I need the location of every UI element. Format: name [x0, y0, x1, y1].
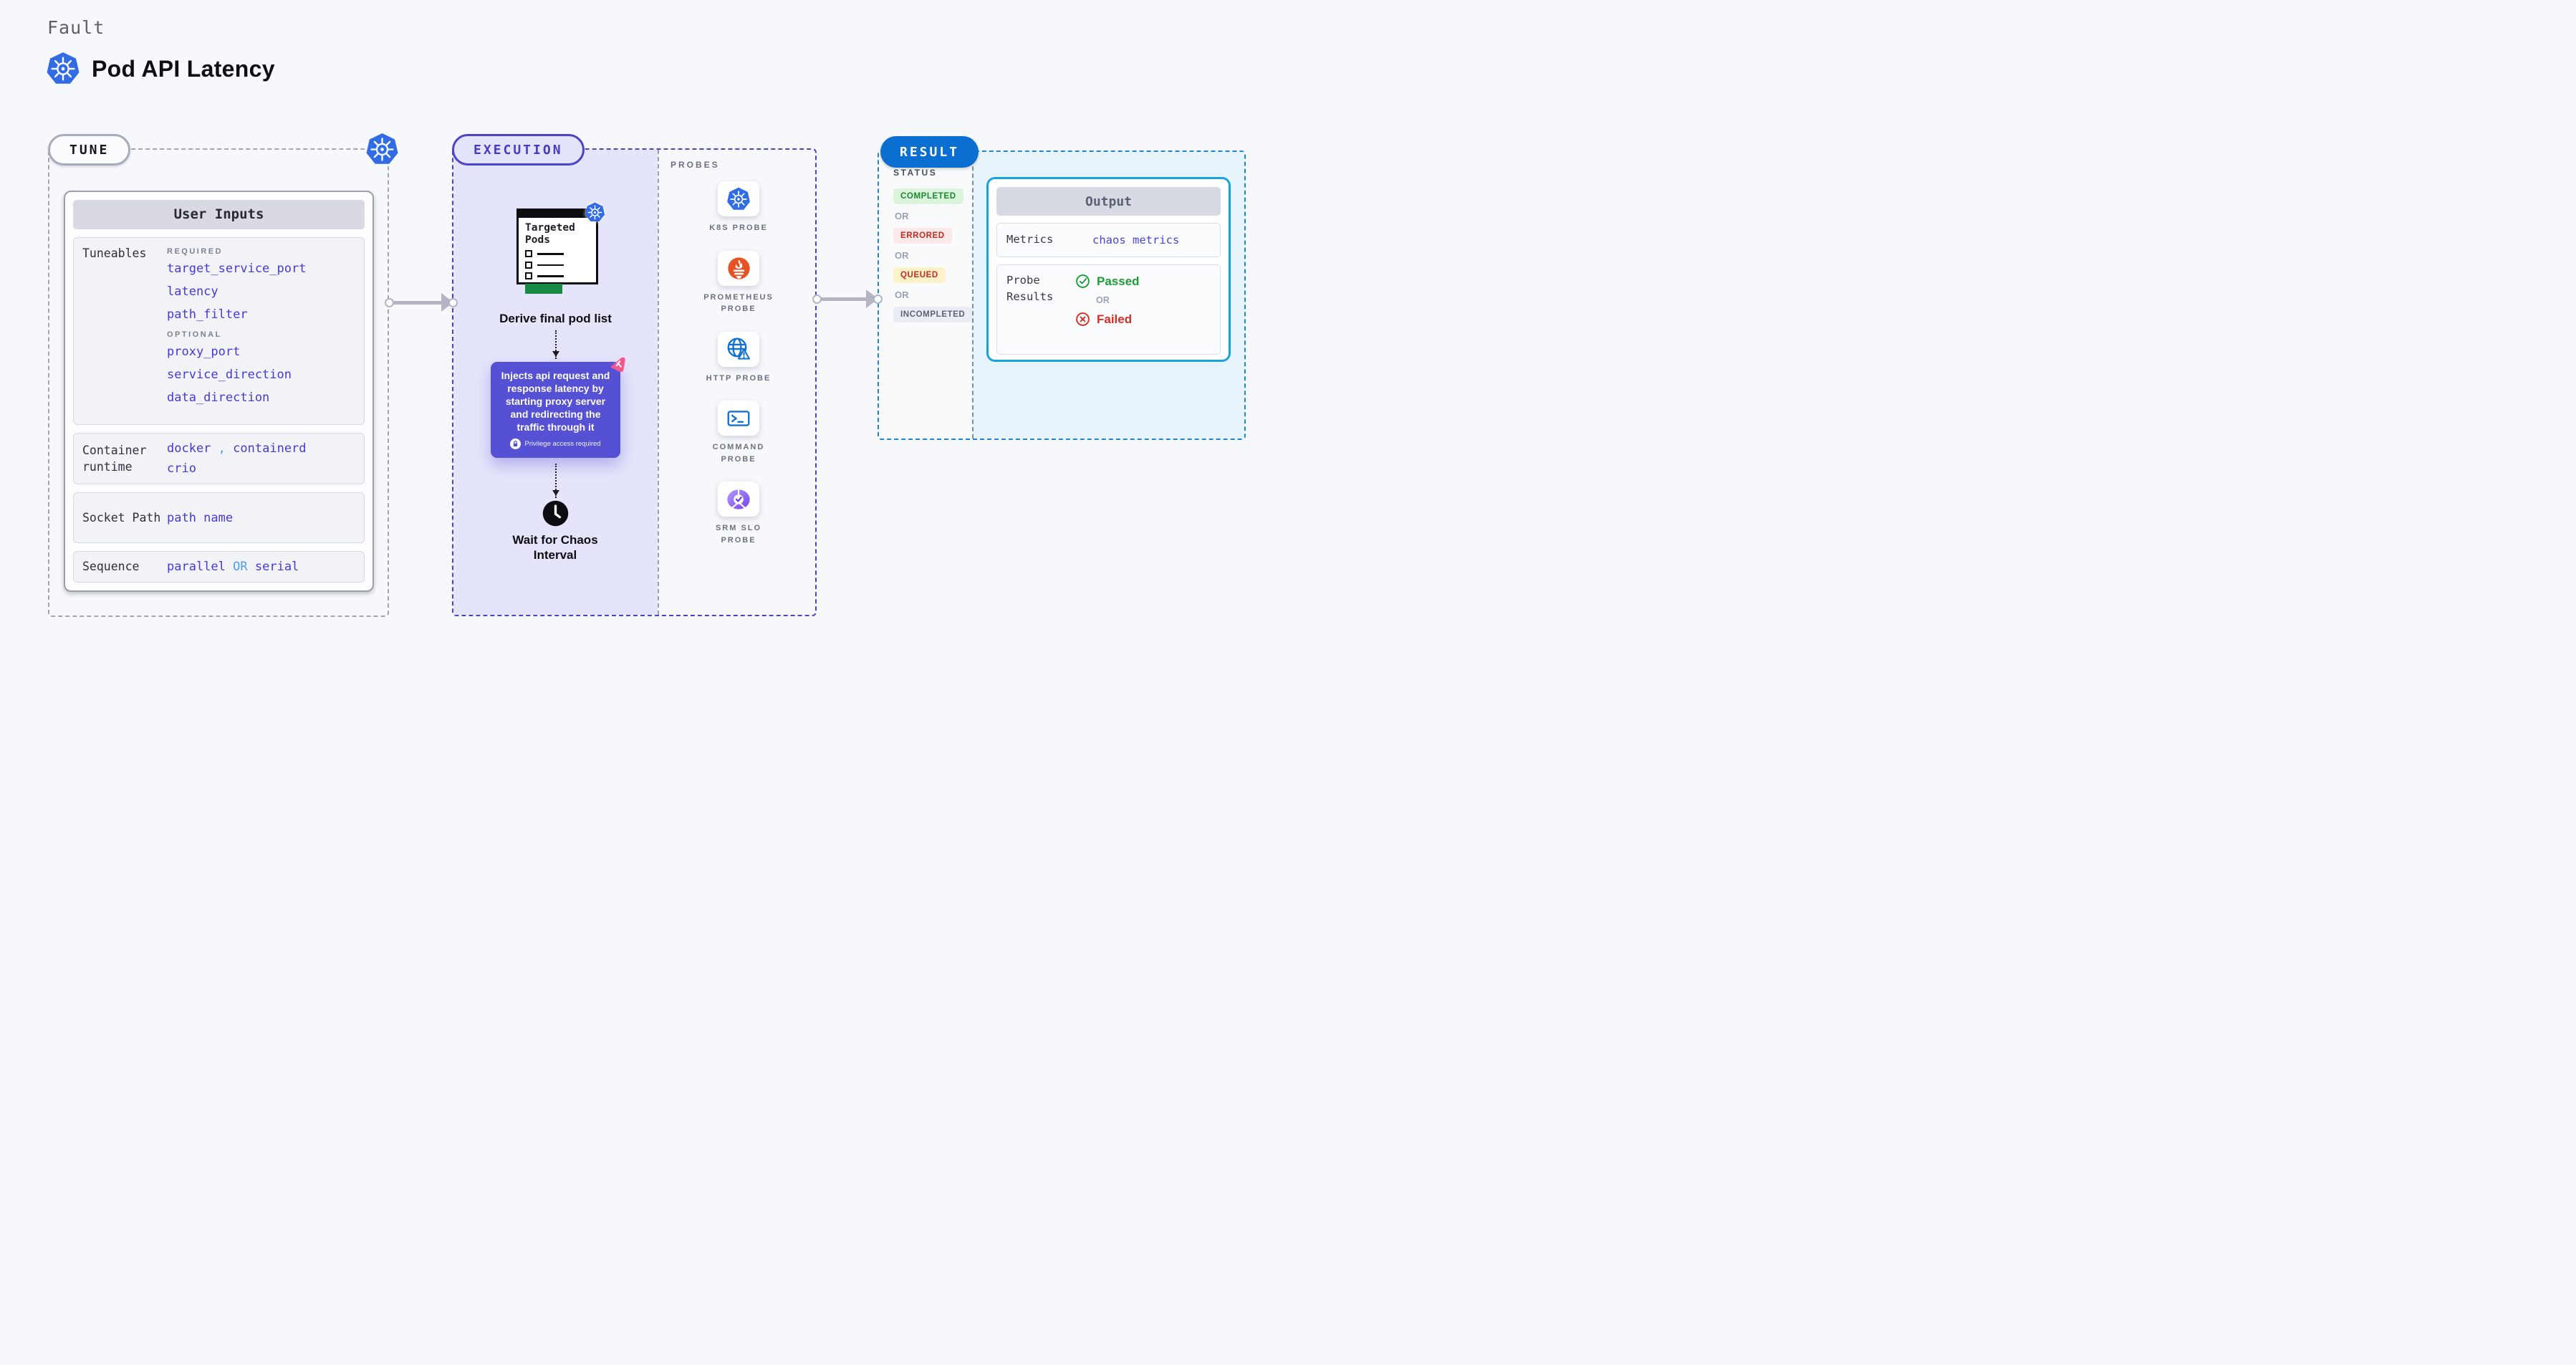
runtime-value: containerd	[233, 441, 307, 456]
container-runtime-row: Container runtime docker , containerd cr…	[73, 433, 365, 485]
sequence-or: OR	[233, 559, 248, 574]
command-terminal-icon	[726, 406, 751, 431]
tuneable-param: service_direction	[167, 367, 292, 382]
tuneable-param: data_direction	[167, 390, 270, 405]
container-runtime-label: Container runtime	[82, 443, 147, 474]
sequence-value: parallel	[167, 559, 226, 574]
status-badge: COMPLETED	[893, 188, 963, 204]
passed-label: Passed	[1097, 274, 1140, 288]
probe-caption: SRM SLO PROBE	[715, 524, 762, 545]
tuneables-label: Tuneables	[82, 246, 147, 260]
clock-icon	[542, 500, 569, 527]
metrics-row: Metrics chaos metrics	[996, 223, 1221, 257]
privilege-label: Privilege access required	[524, 439, 601, 448]
probe-results-label: Probe Results	[1006, 274, 1054, 304]
execution-pill: EXECUTION	[452, 134, 585, 166]
result-pill: RESULT	[880, 136, 979, 168]
output-header: Output	[996, 187, 1221, 216]
user-inputs-header: User Inputs	[73, 200, 365, 229]
required-label: REQUIRED	[167, 246, 224, 256]
runtime-separator: ,	[218, 441, 226, 456]
failed-label: Failed	[1097, 312, 1133, 326]
status-label: STATUS	[893, 168, 938, 178]
failed-x-icon	[1075, 312, 1090, 327]
flow-arrow-down	[552, 330, 559, 359]
user-inputs-card: User Inputs Tuneables REQUIRED target_se…	[64, 191, 374, 592]
probe-item: SRM SLO PROBE	[698, 482, 779, 546]
runtime-value: crio	[167, 461, 196, 476]
flow-arrow-down	[552, 464, 559, 498]
status-badge: ERRORED	[893, 228, 952, 244]
runtime-value: docker	[167, 441, 211, 456]
probe-results-row: Probe Results Passed OR Failed	[996, 264, 1221, 355]
tuneable-param: latency	[167, 284, 218, 299]
execution-to-result-arrow	[812, 289, 883, 308]
sequence-label: Sequence	[82, 560, 140, 574]
page-title: Pod API Latency	[92, 55, 275, 82]
srm-slo-icon	[726, 487, 751, 512]
tuneable-param: proxy_port	[167, 344, 241, 359]
or-separator: OR	[1096, 295, 1110, 305]
tune-pill: TUNE	[48, 134, 131, 166]
status-badge: QUEUED	[893, 267, 946, 283]
fault-eyebrow-label: Fault	[47, 17, 105, 38]
tune-section: TUNE User Inputs Tuneables REQUIRED targ…	[48, 148, 389, 617]
sequence-row: Sequence parallel OR serial	[73, 551, 365, 583]
result-divider	[972, 152, 974, 439]
execution-flow-pane: Targeted Pods Derive final pod list Inje…	[453, 150, 658, 615]
execution-section: Targeted Pods Derive final pod list Inje…	[452, 134, 818, 616]
result-section: RESULT STATUS COMPLETED OR ERRORED OR QU…	[878, 136, 1246, 440]
optional-label: OPTIONAL	[167, 330, 222, 339]
tuneable-param: target_service_port	[167, 261, 307, 276]
probe-item: K8S PROBE	[698, 181, 779, 234]
derive-pod-list-label: Derive final pod list	[499, 312, 612, 325]
kubernetes-icon	[585, 202, 605, 223]
probes-label: PROBES	[671, 160, 720, 170]
status-column: STATUS COMPLETED OR ERRORED OR QUEUED OR…	[893, 168, 973, 322]
socket-path-row: Socket Path path name	[73, 492, 365, 543]
probe-caption: COMMAND PROBE	[712, 443, 765, 464]
targeted-pods-label: Targeted Pods	[525, 222, 575, 246]
output-card: Output Metrics chaos metrics Probe Resul…	[986, 177, 1231, 362]
kubernetes-icon	[365, 133, 399, 166]
tuneables-row: Tuneables REQUIRED target_service_port l…	[73, 236, 365, 426]
passed-check-icon	[1075, 274, 1090, 289]
sequence-value: serial	[254, 559, 299, 574]
page-header: Pod API Latency	[46, 52, 275, 86]
tuneable-param: path_filter	[167, 307, 248, 322]
tune-to-execution-arrow	[385, 293, 458, 312]
status-badge: INCOMPLETED	[893, 307, 973, 322]
or-separator: OR	[895, 250, 909, 261]
socket-path-value: path name	[167, 510, 234, 525]
http-globe-icon	[726, 337, 751, 361]
probe-item: PROMETHEUS PROBE	[698, 250, 779, 315]
probe-caption: K8S PROBE	[709, 224, 768, 232]
or-separator: OR	[895, 289, 909, 300]
litmus-chaos-icon	[608, 355, 627, 374]
lock-icon	[510, 438, 522, 449]
probe-item: COMMAND PROBE	[698, 401, 779, 465]
inject-latency-step: Injects api request and response latency…	[491, 362, 620, 458]
kubernetes-icon	[46, 52, 80, 86]
socket-path-label: Socket Path	[82, 510, 161, 525]
targeted-pods-icon: Targeted Pods	[516, 209, 598, 294]
probe-caption: HTTP PROBE	[706, 373, 772, 383]
inject-description: Injects api request and response latency…	[501, 370, 610, 433]
metrics-label: Metrics	[1006, 233, 1054, 246]
probe-item: HTTP PROBE	[698, 331, 779, 385]
probe-caption: PROMETHEUS PROBE	[703, 292, 774, 314]
metrics-value: chaos metrics	[1092, 234, 1180, 246]
wait-chaos-interval-label: Wait for Chaos Interval	[512, 533, 598, 562]
prometheus-icon	[727, 257, 751, 280]
or-separator: OR	[895, 211, 909, 221]
probes-pane: PROBES K8S PROBE PROMETHEUS PROBE HTTP P…	[658, 150, 818, 615]
kubernetes-icon	[726, 187, 751, 211]
